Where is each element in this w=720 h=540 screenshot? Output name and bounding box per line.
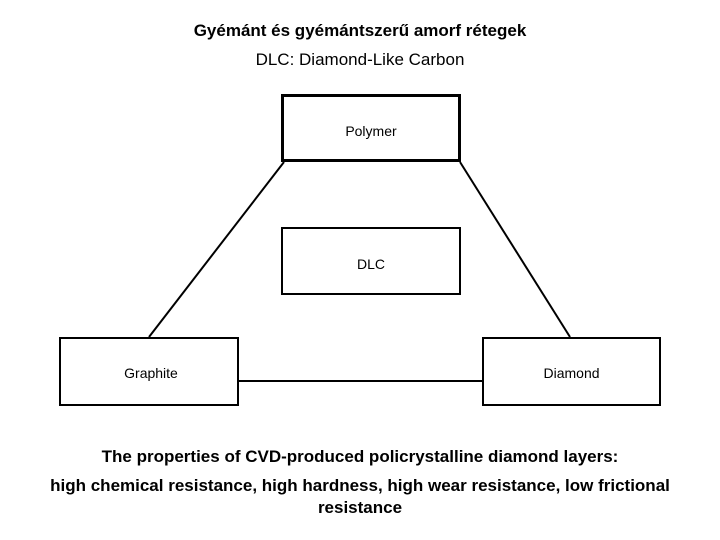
node-dlc: DLC	[281, 227, 461, 295]
properties-heading: The properties of CVD-produced policryst…	[101, 447, 619, 466]
connector-polymer-graphite	[148, 161, 285, 338]
node-diamond-label: Diamond	[543, 365, 600, 381]
node-polymer: Polymer	[281, 94, 461, 162]
page-title: Gyémánt és gyémántszerű amorf rétegek	[193, 21, 527, 40]
node-diamond: Diamond	[482, 337, 661, 406]
connector-polymer-diamond	[459, 161, 571, 338]
page-subtitle: DLC: Diamond-Like Carbon	[255, 50, 465, 69]
node-graphite-label: Graphite	[124, 365, 178, 381]
node-dlc-label: DLC	[356, 256, 385, 272]
node-polymer-label: Polymer	[345, 123, 397, 139]
node-graphite: Graphite	[59, 337, 239, 406]
properties-text: high chemical resistance, high hardness,…	[50, 476, 670, 517]
